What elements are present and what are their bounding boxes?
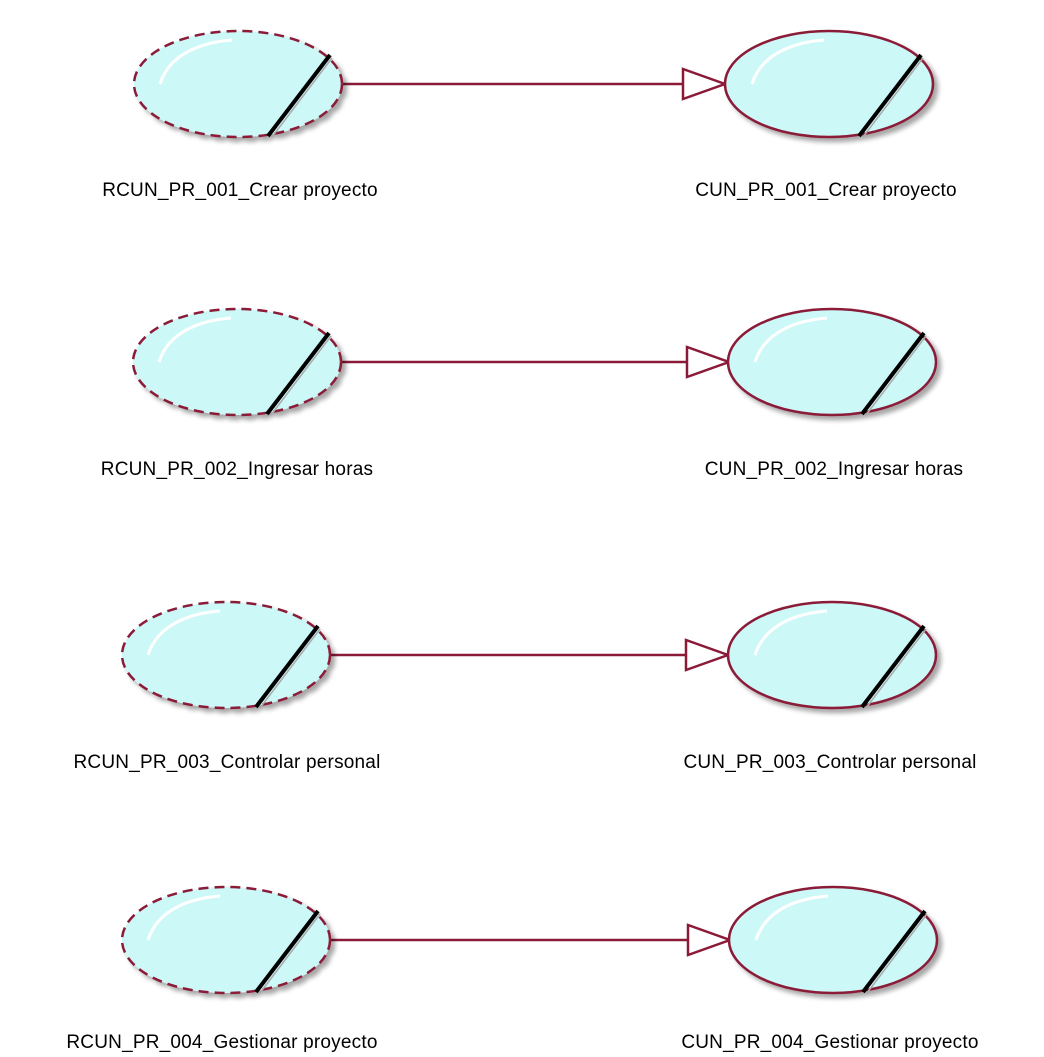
- highlight-arc: [753, 609, 828, 656]
- use-case-slash-icon: [857, 53, 923, 138]
- target-label: CUN_PR_003_Controlar personal: [683, 752, 976, 773]
- highlight-arc: [158, 38, 233, 85]
- realization-slash-icon: [265, 331, 331, 416]
- use-case-slash-icon: [861, 909, 927, 994]
- highlight-arc: [750, 38, 825, 85]
- highlight-arc: [754, 894, 829, 941]
- highlight-arc: [146, 894, 221, 941]
- target-label: CUN_PR_001_Crear proyecto: [695, 180, 957, 201]
- business-use-case-realization-node[interactable]: [131, 307, 343, 417]
- target-label: CUN_PR_002_Ingresar horas: [705, 459, 963, 480]
- business-use-case-node[interactable]: [726, 307, 938, 417]
- realization-connector[interactable]: [330, 923, 734, 957]
- realization-slash-icon: [254, 624, 320, 709]
- relation-row-1: RCUN_PR_001_Crear proyecto CUN_PR_001_Cr…: [102, 29, 957, 201]
- use-case-slash-icon: [860, 624, 926, 709]
- source-label: RCUN_PR_003_Controlar personal: [74, 752, 381, 773]
- realization-slash-icon: [266, 53, 332, 138]
- highlight-arc: [753, 316, 828, 363]
- source-label: RCUN_PR_004_Gestionar proyecto: [66, 1032, 377, 1053]
- highlight-arc: [146, 609, 221, 656]
- use-case-slash-icon: [860, 331, 926, 416]
- business-use-case-realization-node[interactable]: [132, 29, 344, 139]
- business-use-case-node[interactable]: [726, 600, 938, 710]
- source-label: RCUN_PR_002_Ingresar horas: [101, 459, 373, 480]
- business-use-case-node[interactable]: [727, 885, 939, 995]
- realization-connector[interactable]: [343, 67, 729, 101]
- business-use-case-realization-node[interactable]: [120, 885, 332, 995]
- source-label: RCUN_PR_001_Crear proyecto: [102, 180, 378, 201]
- target-label: CUN_PR_004_Gestionar proyecto: [681, 1032, 978, 1053]
- realization-slash-icon: [254, 909, 320, 994]
- relation-row-2: RCUN_PR_002_Ingresar horas CUN_PR_002_In…: [101, 307, 963, 480]
- relation-row-3: RCUN_PR_003_Controlar personal CUN_PR_00…: [74, 600, 976, 773]
- realization-connector[interactable]: [341, 345, 733, 379]
- highlight-arc: [157, 316, 232, 363]
- realization-connector[interactable]: [330, 638, 732, 672]
- business-use-case-node[interactable]: [723, 29, 935, 139]
- relation-row-4: RCUN_PR_004_Gestionar proyecto CUN_PR_00…: [66, 885, 978, 1053]
- business-use-case-realization-node[interactable]: [120, 600, 332, 710]
